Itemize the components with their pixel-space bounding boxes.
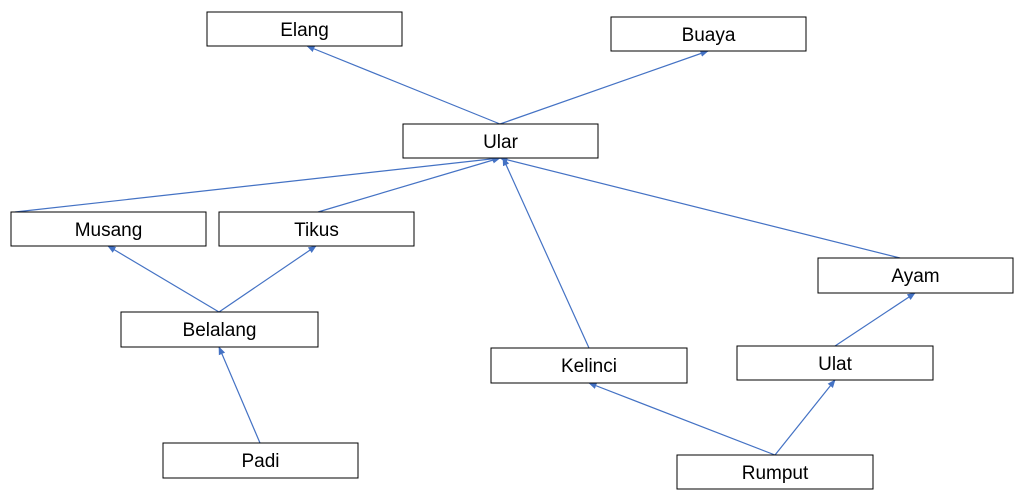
node-ayam-label: Ayam [891, 266, 939, 287]
node-buaya-label: Buaya [682, 25, 736, 46]
node-ayam: Ayam [817, 257, 1014, 294]
node-musang: Musang [10, 211, 207, 247]
node-tikus-label: Tikus [294, 220, 339, 241]
node-belalang: Belalang [120, 311, 319, 348]
node-ulat-label: Ulat [818, 354, 853, 375]
node-musang-label: Musang [75, 220, 143, 241]
node-elang-label: Elang [280, 20, 329, 41]
edges-layer [14, 45, 916, 456]
node-kelinci-label: Kelinci [561, 356, 617, 377]
node-padi-label: Padi [241, 451, 279, 472]
edge-tikus-to-ular [317, 156, 501, 213]
edge-ular-to-buaya [499, 50, 709, 125]
node-rumput: Rumput [676, 454, 874, 490]
edge-ayam-to-ular [499, 156, 901, 259]
node-elang: Elang [206, 11, 403, 47]
node-belalang-label: Belalang [183, 320, 257, 341]
edge-ular-to-elang [306, 45, 501, 125]
edge-musang-to-ular [14, 155, 501, 213]
node-padi: Padi [162, 442, 359, 479]
node-rumput-label: Rumput [742, 463, 809, 484]
node-buaya: Buaya [610, 16, 807, 52]
node-tikus: Tikus [218, 211, 415, 247]
node-ular-label: Ular [483, 132, 519, 153]
edge-belalang-to-tikus [218, 245, 317, 313]
node-ulat: Ulat [736, 345, 934, 381]
node-kelinci: Kelinci [490, 347, 688, 384]
edge-rumput-to-ulat [774, 379, 836, 456]
node-ular: Ular [402, 123, 599, 159]
edge-kelinci-to-ular [502, 157, 590, 349]
edge-padi-to-belalang [218, 346, 261, 444]
edge-belalang-to-musang [107, 245, 220, 313]
edge-rumput-to-kelinci [588, 382, 776, 456]
edge-ulat-to-ayam [834, 292, 916, 347]
